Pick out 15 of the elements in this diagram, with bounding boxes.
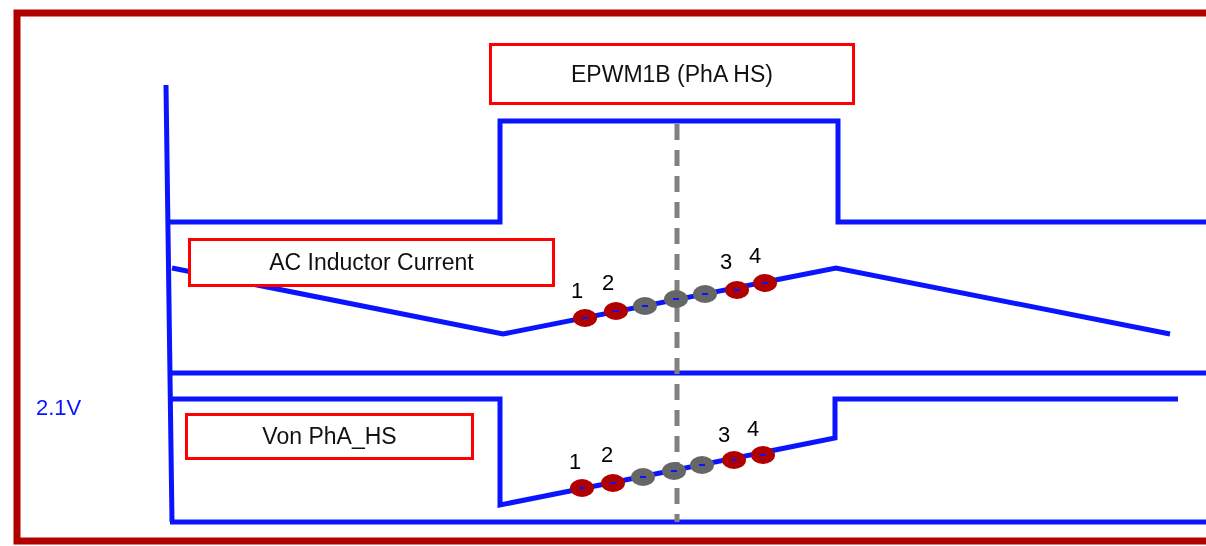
label-box: [188, 238, 555, 287]
waveform-title: Von PhA_HS: [262, 423, 397, 450]
waveform-title: EPWM1B (PhA HS): [571, 60, 773, 88]
label-box: [489, 43, 855, 105]
sample-number: 1: [571, 280, 584, 302]
sample-number: 4: [749, 245, 762, 267]
sample-number: 3: [720, 251, 733, 273]
sample-number: 3: [718, 424, 731, 446]
waveform-title: AC Inductor Current: [269, 249, 474, 276]
sample-number: 1: [569, 451, 582, 473]
sample-number: 2: [602, 272, 615, 294]
sample-number: 4: [747, 418, 760, 440]
label-box: [185, 413, 474, 460]
sample-number: 2: [601, 444, 614, 466]
voltage-label: 2.1V: [36, 397, 82, 419]
